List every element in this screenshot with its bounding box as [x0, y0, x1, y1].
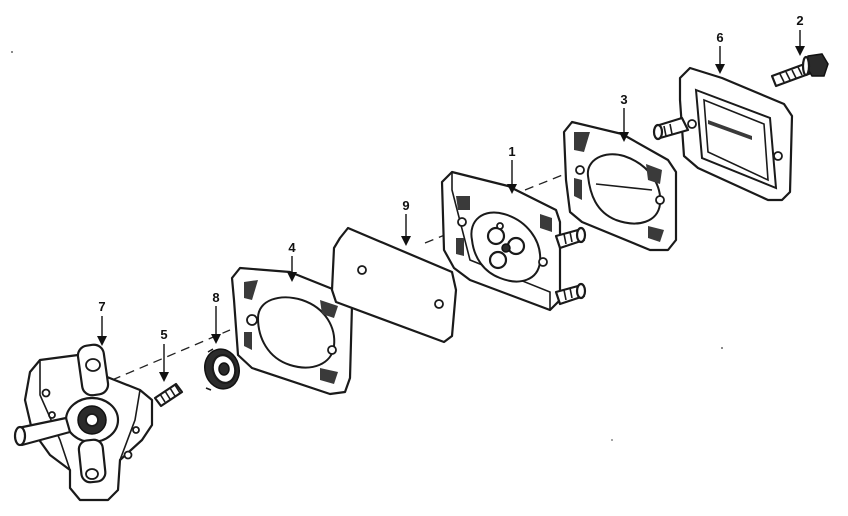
callout-2: 2	[795, 13, 805, 56]
part-1-pump-housing	[440, 170, 587, 312]
part-3-gasket	[562, 120, 678, 252]
paper-specks	[11, 51, 723, 441]
callout-4: 4	[287, 240, 297, 282]
callout-7: 7	[97, 299, 107, 346]
callout-label-2: 2	[796, 13, 803, 28]
part-2-bolt	[770, 53, 829, 88]
callout-1: 1	[507, 144, 517, 194]
callout-label-4: 4	[288, 240, 296, 255]
callout-5: 5	[159, 327, 169, 382]
callout-label-5: 5	[160, 327, 167, 342]
callout-label-8: 8	[212, 290, 219, 305]
part-6-cover	[652, 66, 794, 202]
part-9-diaphragm	[330, 226, 458, 344]
callout-9: 9	[401, 198, 411, 246]
callout-label-1: 1	[508, 144, 515, 159]
part-5-spring	[153, 382, 184, 408]
callout-3: 3	[619, 92, 629, 142]
part-8-seal-ring	[204, 348, 240, 391]
callout-8: 8	[211, 290, 221, 344]
callout-label-9: 9	[402, 198, 409, 213]
part-4-gasket	[230, 266, 354, 396]
callout-label-6: 6	[716, 30, 723, 45]
callout-label-3: 3	[620, 92, 627, 107]
callout-6: 6	[715, 30, 725, 74]
callout-label-7: 7	[98, 299, 105, 314]
part-7-pump-body	[13, 343, 154, 502]
